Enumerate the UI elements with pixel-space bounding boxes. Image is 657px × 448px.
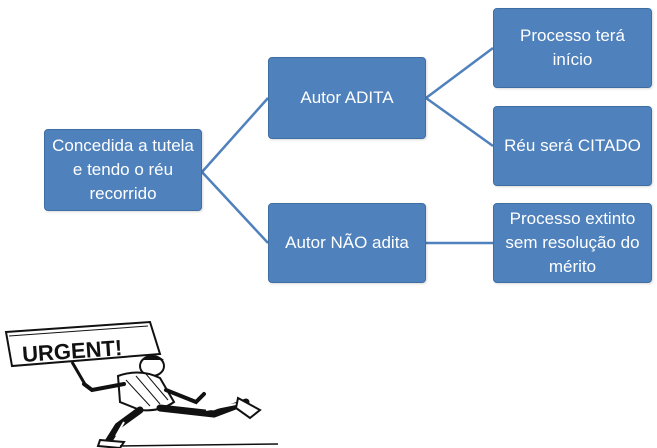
leaf-node-processo-inicio: Processo terá início [493, 8, 652, 88]
leaf-node-label: Réu será CITADO [504, 136, 641, 155]
connector-root-to-adita [201, 97, 269, 173]
branch-node-label: Autor ADITA [300, 88, 394, 107]
root-node-label: Concedida a tutela e tendo o réu recorri… [52, 136, 194, 203]
urgent-sign: URGENT! [4, 320, 162, 368]
leaf-node-label: Processo extinto sem resolução do mérito [505, 209, 640, 276]
branch-node-autor-adita: Autor ADITA [268, 57, 426, 139]
connector-root-to-nao-adita [201, 171, 269, 244]
connector-adita-to-citado [425, 96, 494, 148]
leaf-node-label: Processo terá início [520, 26, 625, 69]
connector-adita-to-inicio [425, 46, 494, 100]
root-node: Concedida a tutela e tendo o réu recorri… [44, 129, 202, 211]
branch-node-label: Autor NÃO adita [285, 233, 409, 252]
branch-node-autor-nao-adita: Autor NÃO adita [268, 203, 426, 283]
leaf-node-processo-extinto: Processo extinto sem resolução do mérito [493, 203, 652, 283]
leaf-node-reu-citado: Réu será CITADO [493, 106, 652, 186]
running-man-urgent-sign-icon: URGENT! [4, 320, 279, 448]
